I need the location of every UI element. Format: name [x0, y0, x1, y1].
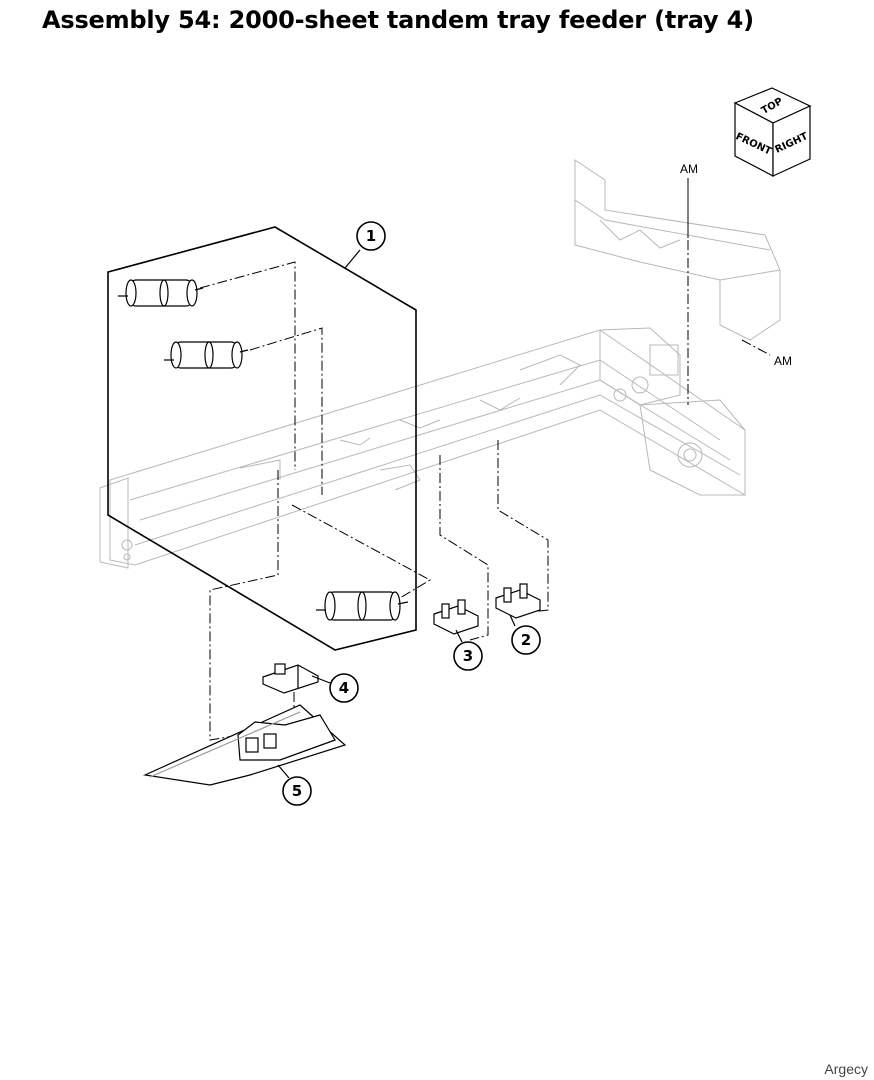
- am-label-right: AM: [774, 354, 792, 368]
- callout-3-label: 3: [463, 647, 473, 665]
- callout-2-label: 2: [521, 631, 531, 649]
- callout-4-label: 4: [339, 679, 349, 697]
- sensor-part: [495, 583, 541, 619]
- callout-1-label: 1: [366, 227, 376, 245]
- sensor-part: [433, 599, 479, 635]
- callout-2: 2: [509, 614, 541, 655]
- am-label-top: AM: [680, 162, 698, 176]
- orientation-cube-icon: TOP FRONT RIGHT: [733, 87, 812, 177]
- callout-5: 5: [277, 764, 312, 806]
- pick-roller-part: [164, 341, 249, 369]
- separator-guide-part: [142, 704, 347, 786]
- callout-3: 3: [453, 629, 483, 671]
- callout-4: 4: [311, 673, 359, 703]
- callout-5-label: 5: [292, 782, 302, 800]
- callout-1: 1: [344, 221, 386, 269]
- watermark: Argecy: [824, 1061, 868, 1077]
- page-title: Assembly 54: 2000-sheet tandem tray feed…: [42, 6, 754, 34]
- tray-feeder-frame: [99, 159, 781, 569]
- pick-roller-part: [316, 591, 409, 621]
- pick-roller-part: [118, 279, 204, 307]
- bracket-part: [262, 663, 319, 694]
- assembly-leader-lines: [199, 240, 771, 741]
- pick-roller-kit-outline: [107, 226, 417, 651]
